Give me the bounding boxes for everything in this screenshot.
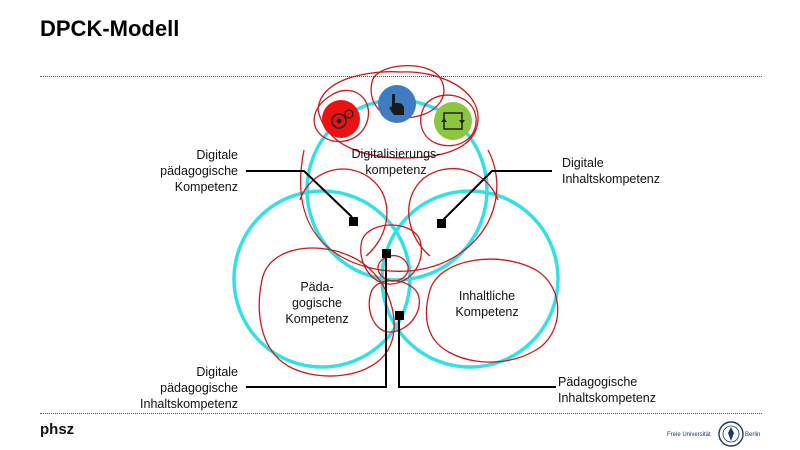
circle-inhalt bbox=[380, 189, 560, 369]
fu-logo-left: Freie Universität bbox=[667, 432, 711, 438]
leader-pik bbox=[398, 316, 556, 388]
cycle-icon bbox=[434, 102, 472, 140]
marker-dpik bbox=[382, 249, 391, 258]
phsz-logo: phsz bbox=[40, 421, 75, 438]
marker-dik bbox=[437, 219, 446, 228]
leader-dik bbox=[442, 170, 552, 221]
page-title: DPCK-Modell bbox=[40, 16, 180, 41]
marker-pik bbox=[395, 311, 404, 320]
hand-pointer-icon bbox=[378, 85, 416, 123]
bottom-divider bbox=[40, 413, 762, 414]
marker-dpk bbox=[349, 217, 358, 226]
gear-icon bbox=[322, 100, 360, 138]
leader-dpk bbox=[246, 170, 353, 218]
fu-logo-right: Berlin bbox=[745, 432, 761, 438]
fu-seal-icon bbox=[718, 421, 744, 447]
label-digitalisierungskompetenz: Digitalisierungs-kompetenz bbox=[351, 147, 441, 177]
scribble-lines bbox=[258, 65, 559, 377]
fu-berlin-logo: Freie Universität Berlin bbox=[667, 421, 765, 447]
top-divider bbox=[40, 76, 762, 77]
circle-paedagogik bbox=[232, 189, 412, 369]
leader-dpik bbox=[246, 258, 387, 388]
